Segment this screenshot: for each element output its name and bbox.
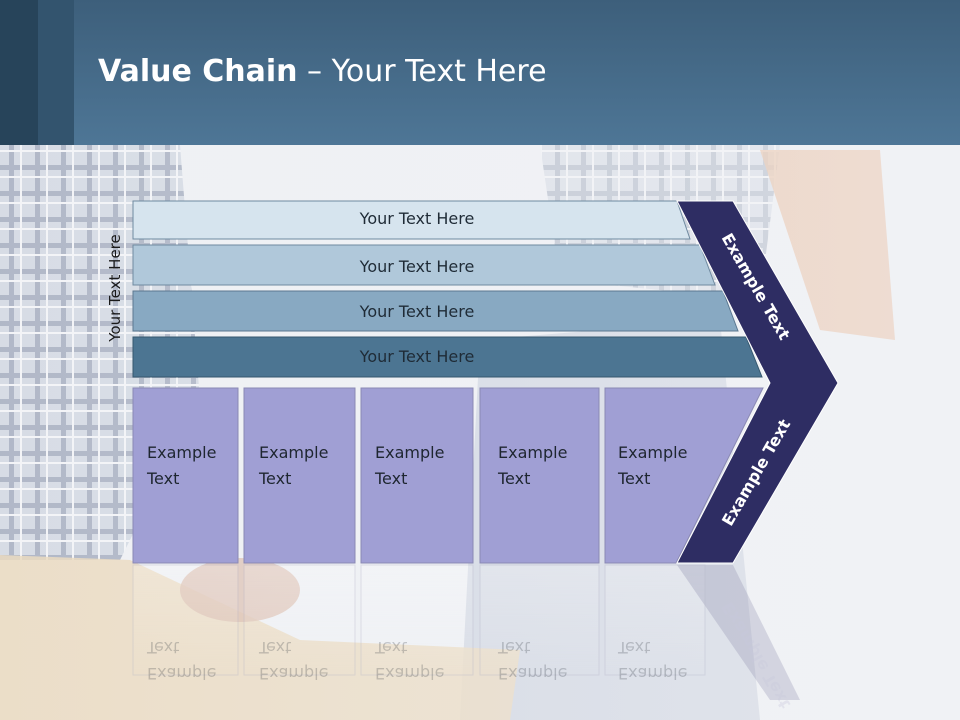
bar-3[interactable]: [132, 290, 739, 332]
column-5-label-reflection: Example Text: [618, 634, 718, 686]
column-3-label-reflection: Example Text: [375, 634, 475, 686]
bar-4-label: Your Text Here: [359, 347, 475, 366]
column-label-line: Text: [259, 469, 292, 488]
column-5-label: Example Text: [618, 440, 718, 492]
bar-3-label: Your Text Here: [359, 302, 475, 321]
column-label-line: Example: [498, 664, 568, 683]
column-label-line: Text: [618, 638, 651, 657]
column-label-line: Example: [375, 664, 445, 683]
title-bold: Value Chain: [98, 54, 298, 89]
column-label-line: Example: [147, 443, 217, 462]
chevron-arrow[interactable]: [676, 200, 839, 564]
column-label-line: Example: [498, 443, 568, 462]
column-label-line: Example: [259, 664, 329, 683]
header-stripe: [38, 0, 74, 145]
column-3-label: Example Text: [375, 440, 475, 492]
column-4-label: Example Text: [498, 440, 598, 492]
bar-1-label: Your Text Here: [359, 209, 475, 228]
bar-1[interactable]: [132, 200, 691, 240]
header-stripe: [0, 0, 38, 145]
column-label-line: Example: [375, 443, 445, 462]
slide-title: Value Chain – Your Text Here: [98, 54, 547, 89]
column-label-line: Text: [259, 638, 292, 657]
column-5[interactable]: [604, 387, 764, 564]
column-1-label-reflection: Example Text: [147, 634, 247, 686]
bar-2-label: Your Text Here: [359, 257, 475, 276]
column-label-line: Text: [375, 469, 408, 488]
column-2-label-reflection: Example Text: [259, 634, 359, 686]
column-label-line: Text: [147, 469, 180, 488]
column-label-line: Example: [259, 443, 329, 462]
column-label-line: Text: [498, 638, 531, 657]
header-banner: [0, 0, 960, 145]
column-label-line: Example: [618, 664, 688, 683]
column-label-line: Example: [147, 664, 217, 683]
bar-2[interactable]: [132, 244, 716, 286]
column-2[interactable]: [243, 387, 356, 564]
title-rest: – Your Text Here: [297, 54, 547, 89]
column-label-line: Text: [498, 469, 531, 488]
column-label-line: Example: [618, 443, 688, 462]
bar-4[interactable]: [132, 336, 763, 378]
reflection: [132, 564, 800, 700]
column-4[interactable]: [479, 387, 600, 564]
column-label-line: Text: [618, 469, 651, 488]
column-1[interactable]: [132, 387, 239, 564]
column-3[interactable]: [360, 387, 474, 564]
column-2-label: Example Text: [259, 440, 359, 492]
column-label-line: Text: [375, 638, 408, 657]
column-4-label-reflection: Example Text: [498, 634, 598, 686]
column-label-line: Text: [147, 638, 180, 657]
column-1-label: Example Text: [147, 440, 247, 492]
